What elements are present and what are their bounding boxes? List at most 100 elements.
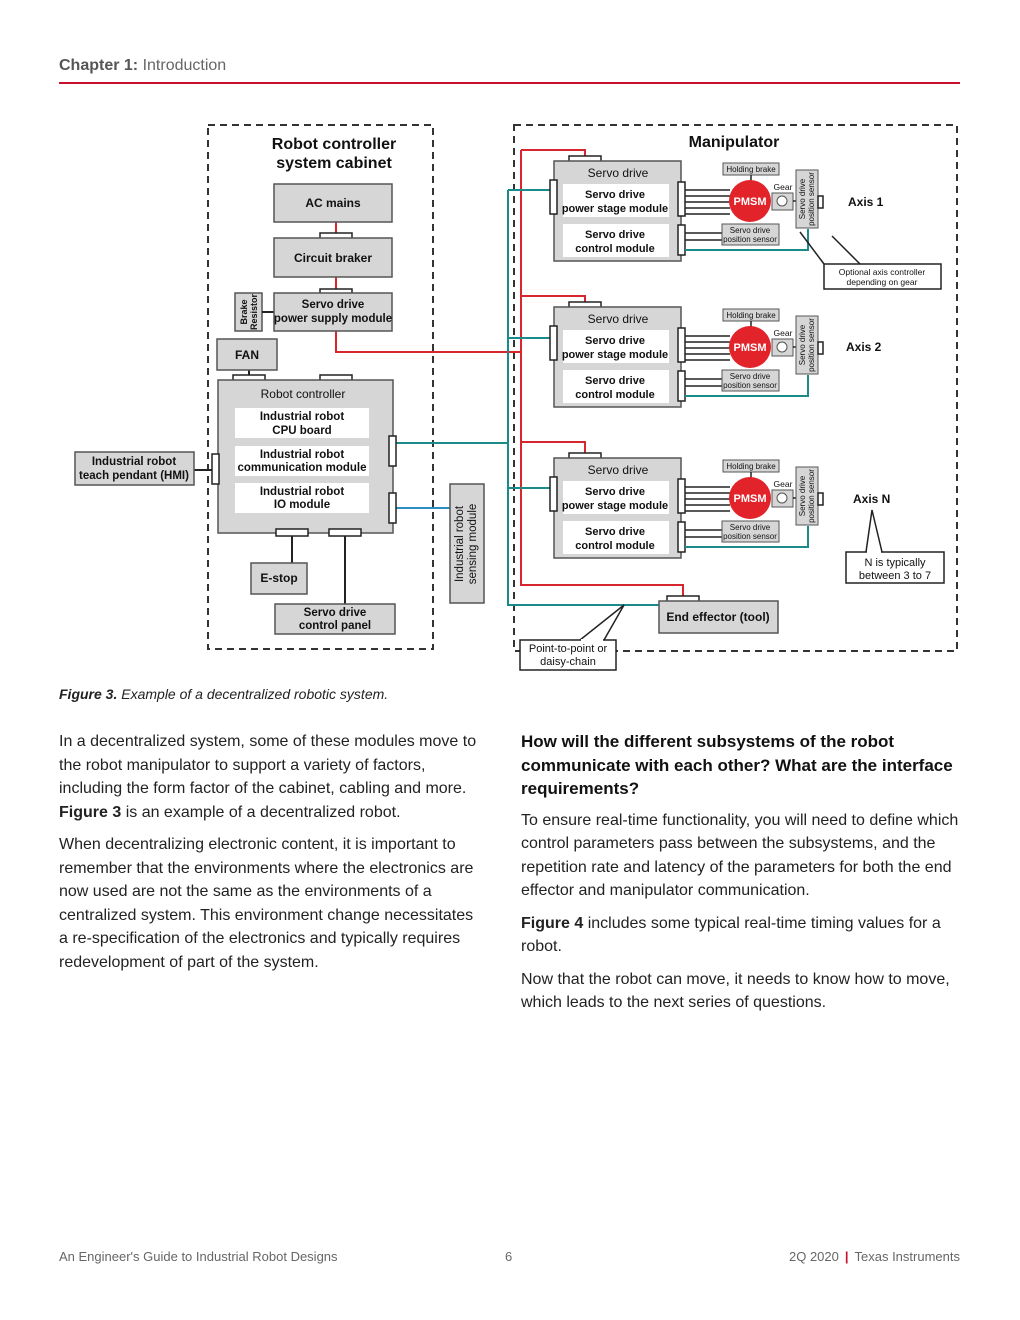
power-stage-box <box>563 184 669 217</box>
position-sensor-label-2: position sensor <box>723 532 777 541</box>
n-typical-callout: N is typically between 3 to 7 <box>845 509 945 584</box>
feedback-line <box>685 229 809 251</box>
servo-drive-label: Servo drive <box>588 312 649 326</box>
svg-text:FAN: FAN <box>235 348 259 362</box>
teach-pendant-box: Industrial robot teach pendant (HMI) <box>74 451 195 486</box>
power-stage-label-2: power stage module <box>562 500 668 512</box>
right-paragraph-2: Figure 4 includes some typical real-time… <box>521 914 941 956</box>
psu-box: Servo drive power supply module <box>273 292 393 332</box>
manipulator-title: Manipulator <box>689 134 780 151</box>
robot-controller-box: Robot controller Industrial robot CPU bo… <box>217 379 394 534</box>
right-column: How will the different subsystems of the… <box>521 730 961 1024</box>
left-paragraph-2: When decentralizing electronic content, … <box>59 836 474 971</box>
power-stage-label-1: Servo drive <box>585 486 645 498</box>
caption-label: Figure 3. <box>59 686 118 702</box>
position-sensor-label-1: Servo drive <box>730 226 771 235</box>
pmsm-label: PMSM <box>734 196 767 208</box>
svg-text:Industrial robot: Industrial robot <box>260 411 345 423</box>
cabinet-frame <box>207 124 434 650</box>
optional-controller-callout: Optional axis controller depending on ge… <box>799 231 942 290</box>
control-module-label-1: Servo drive <box>585 229 645 241</box>
svg-text:teach pendant (HMI): teach pendant (HMI) <box>79 470 189 482</box>
power-stage-label-2: power stage module <box>562 349 668 361</box>
svg-text:Brake: Brake <box>239 299 249 324</box>
svg-text:E-stop: E-stop <box>260 571 297 585</box>
section-heading: How will the different subsystems of the… <box>521 732 953 798</box>
gear-icon <box>776 492 788 504</box>
connector <box>677 327 686 363</box>
figure-3-ref: Figure 3 <box>59 803 122 821</box>
fan-box: FAN <box>216 338 278 371</box>
p2p-callout: Point-to-point or daisy-chain <box>519 604 625 671</box>
connector <box>677 224 686 256</box>
control-module-label-2: control module <box>575 243 654 255</box>
servo-drive-label: Servo drive <box>588 463 649 477</box>
estop-box: E-stop <box>250 562 308 595</box>
control-module-box <box>563 521 669 554</box>
connector <box>549 325 558 361</box>
axis-1-label: Axis 1 <box>848 195 884 209</box>
footer-date: 2Q 2020 <box>788 1249 839 1264</box>
power-stage-label-1: Servo drive <box>585 189 645 201</box>
connector <box>677 478 686 514</box>
svg-text:Industrial robot: Industrial robot <box>260 449 345 461</box>
svg-text:Industrial robot: Industrial robot <box>260 486 345 498</box>
svg-text:Optional axis controller: Optional axis controller <box>839 267 926 277</box>
shaft-sensor-label-1: Servo drive <box>798 475 807 516</box>
connector <box>388 492 397 524</box>
figure-caption: Figure 3. Example of a decentralized rob… <box>59 686 388 702</box>
control-module-box <box>563 370 669 403</box>
header-rule <box>59 82 960 84</box>
control-module-box <box>563 224 669 257</box>
figure-4-ref: Figure 4 <box>521 914 584 932</box>
feedback-line <box>685 526 809 548</box>
svg-text:Servo drive: Servo drive <box>304 607 367 619</box>
svg-text:Industrial robot: Industrial robot <box>454 505 466 582</box>
connector <box>677 521 686 553</box>
page-number: 6 <box>505 1249 513 1264</box>
connector <box>817 195 824 209</box>
chapter-header: Chapter 1: Introduction <box>59 57 226 75</box>
ac-mains-box: AC mains <box>273 183 393 223</box>
position-sensor-box <box>721 520 780 543</box>
gear-icon <box>776 341 788 353</box>
connector <box>817 341 824 355</box>
power-stage-box <box>563 481 669 514</box>
control-module-label-2: control module <box>575 389 654 401</box>
svg-text:Point-to-point or: Point-to-point or <box>529 643 608 655</box>
connector <box>388 435 397 467</box>
svg-text:IO module: IO module <box>274 499 330 511</box>
connector <box>275 528 309 537</box>
feedback-line <box>685 375 809 397</box>
position-sensor-label-2: position sensor <box>723 381 777 390</box>
svg-text:Industrial robot: Industrial robot <box>92 456 177 468</box>
brake-resistor-box: Brake Resistor <box>234 292 263 332</box>
svg-text:Circuit braker: Circuit braker <box>294 251 372 265</box>
caption-text: Example of a decentralized robotic syste… <box>121 686 389 702</box>
svg-text:Robot controller: Robot controller <box>261 387 346 401</box>
position-sensor-box <box>721 223 780 246</box>
shaft-sensor-label-1: Servo drive <box>798 324 807 365</box>
position-sensor-label-1: Servo drive <box>730 523 771 532</box>
svg-text:between 3 to 7: between 3 to 7 <box>859 570 931 582</box>
shaft-sensor-label-2: position sensor <box>807 318 816 372</box>
chapter-title: Introduction <box>142 57 227 74</box>
cabinet-title-2: system cabinet <box>276 155 392 172</box>
svg-text:daisy-chain: daisy-chain <box>540 656 596 668</box>
pmsm-motor <box>729 326 771 368</box>
circuit-braker-box: Circuit braker <box>273 237 393 278</box>
footer-company: Texas Instruments <box>854 1249 961 1264</box>
svg-text:N is typically: N is typically <box>864 557 926 569</box>
connector <box>328 528 362 537</box>
svg-text:Resistor: Resistor <box>249 293 259 330</box>
connector <box>677 370 686 402</box>
footer-title: An Engineer's Guide to Industrial Robot … <box>59 1249 338 1264</box>
holding-brake-label: Holding brake <box>726 311 776 320</box>
pmsm-motor <box>729 180 771 222</box>
gear-icon <box>776 195 788 207</box>
shaft-sensor-label-2: position sensor <box>807 469 816 523</box>
right-paragraph-3: Now that the robot can move, it needs to… <box>521 970 950 1012</box>
svg-text:Servo drive: Servo drive <box>302 299 365 311</box>
